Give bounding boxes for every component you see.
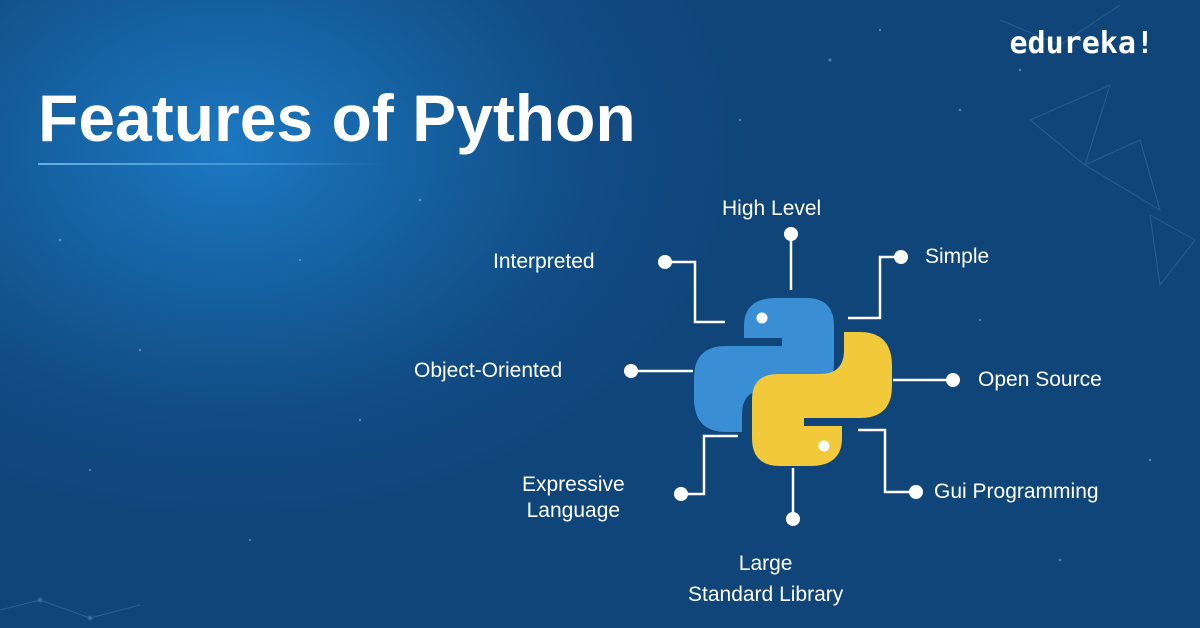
feature-label-gui-programming: Gui Programming xyxy=(934,480,1099,503)
python-logo-icon xyxy=(694,298,892,466)
connector-gui-programming xyxy=(858,428,915,494)
dot-expressive-language xyxy=(674,487,688,501)
feature-label-high-level: High Level xyxy=(722,197,822,220)
brand-logo: edureka! xyxy=(1009,26,1155,61)
title-underline xyxy=(38,163,383,165)
python-blue-eye xyxy=(756,312,768,324)
dot-object-oriented xyxy=(624,364,638,378)
feature-label-object-oriented: Object-Oriented xyxy=(414,359,563,382)
page-title: Features of Python xyxy=(38,81,636,155)
connector-simple xyxy=(848,255,900,320)
feature-label-interpreted: Interpreted xyxy=(493,250,595,273)
dot-high-level xyxy=(784,227,798,241)
dot-interpreted xyxy=(658,255,672,269)
python-yellow-eye xyxy=(818,440,830,452)
dot-open-source xyxy=(946,373,960,387)
connector-interpreted xyxy=(665,260,725,324)
dot-simple xyxy=(894,250,908,264)
feature-label-large-standard-library: Large Standard Library xyxy=(688,552,844,606)
feature-label-expressive-language: Expressive Language xyxy=(522,473,625,522)
dot-large-standard-library xyxy=(786,512,800,526)
feature-label-open-source: Open Source xyxy=(978,368,1102,391)
python-yellow-snake xyxy=(752,332,892,466)
connector-expressive-language xyxy=(682,434,738,496)
connectors xyxy=(632,236,952,518)
dot-gui-programming xyxy=(909,485,923,499)
python-blue-snake xyxy=(694,298,834,432)
connector-dots xyxy=(624,227,960,526)
feature-label-simple: Simple xyxy=(925,245,990,268)
